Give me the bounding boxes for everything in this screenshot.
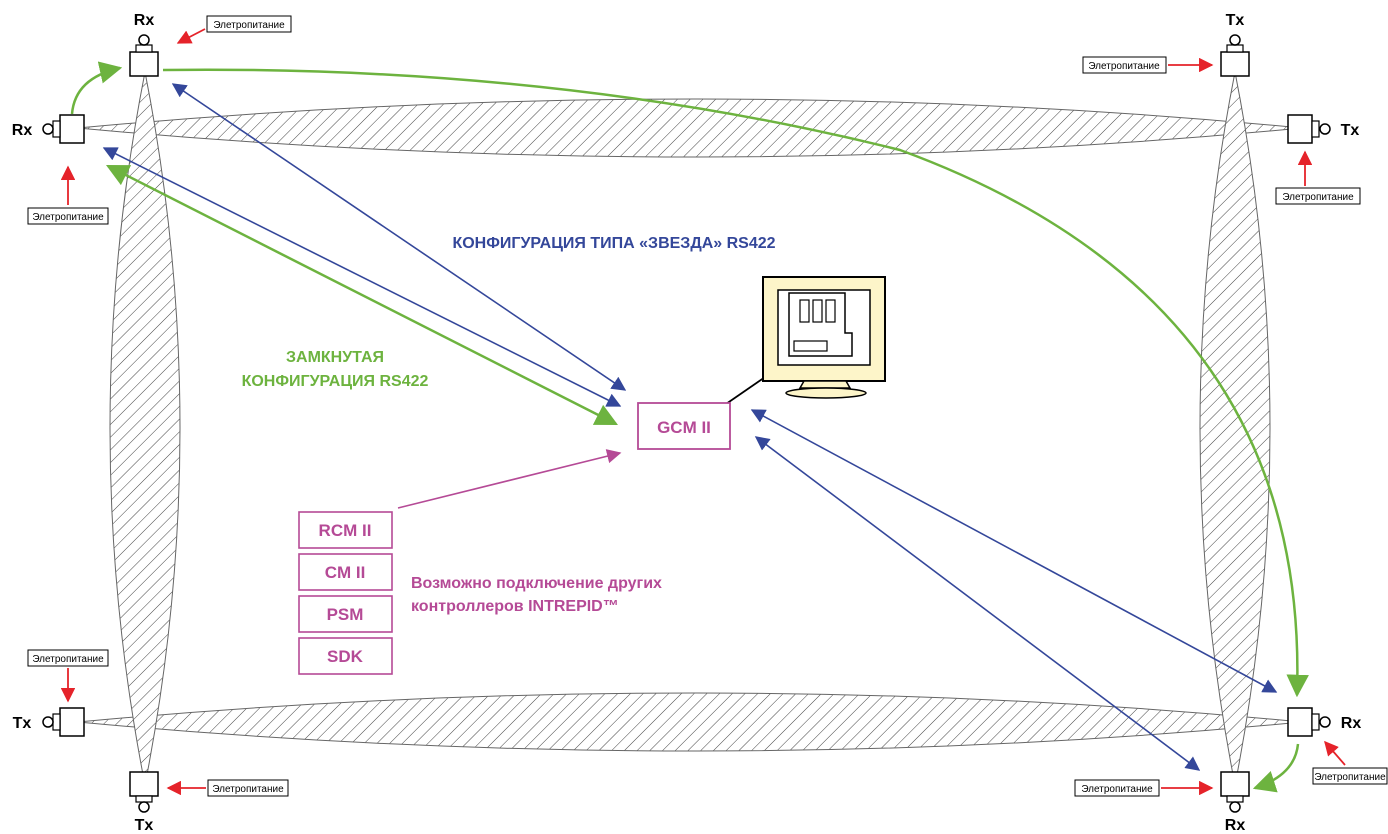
power-label: Элетропитание: [212, 784, 284, 795]
sensor-right-top: [1287, 114, 1331, 144]
label-tx-left-bottom: Tx: [13, 715, 32, 732]
power-top-right: Элетропитание: [1082, 56, 1214, 74]
star-link-bottom-right: [754, 436, 1201, 771]
star-link-left-top: [102, 147, 622, 407]
label-tx-bottom-left: Tx: [135, 817, 154, 834]
label-rx-right-bottom: Rx: [1341, 715, 1362, 732]
gcm-controller: GCM II: [637, 402, 731, 450]
power-label: Элетропитание: [1314, 772, 1386, 783]
sensor-bottom-left: [129, 771, 159, 813]
other-controllers-caption-line2: контроллеров INTREPID™: [411, 598, 619, 615]
zone-right: [1199, 71, 1271, 786]
other-controllers-caption-line1: Возможно подключение других: [411, 575, 662, 592]
sensor-bottom-right: [1220, 771, 1250, 813]
power-supplies: Элетропитание Элетропитание Элетропитани…: [27, 15, 1388, 797]
controller-rcm: RCM II: [319, 521, 372, 540]
computer-monitor-icon: [725, 276, 886, 405]
controller-cm: CM II: [325, 563, 366, 582]
star-config-caption: КОНФИГУРАЦИЯ ТИПА «ЗВЕЗДА» RS422: [452, 235, 775, 252]
sensor-left-top: [42, 114, 85, 144]
label-tx-right-top: Tx: [1341, 122, 1360, 139]
ring-link-bottom-right: [1252, 743, 1300, 793]
sensor-head-icon: [1287, 707, 1313, 737]
star-link-right-bottom: [750, 409, 1278, 693]
power-top-left: Элетропитание: [176, 15, 292, 44]
sensor-top-right: [1220, 34, 1250, 77]
sensor-top-left: [129, 34, 159, 77]
power-label: Элетропитание: [1282, 192, 1354, 203]
gcm-label: GCM II: [657, 418, 711, 437]
power-label: Элетропитание: [32, 654, 104, 665]
power-label: Элетропитание: [213, 20, 285, 31]
label-tx-top-right: Tx: [1226, 12, 1245, 29]
sensor-head-icon: [129, 771, 159, 797]
power-label: Элетропитание: [1088, 61, 1160, 72]
controllers-to-gcm-arrow: [397, 449, 622, 509]
zone-left: [109, 71, 181, 786]
power-right-bottom: Элетропитание: [1312, 740, 1388, 785]
sensor-right-bottom: [1287, 707, 1331, 737]
power-left-top: Элетропитание: [27, 165, 109, 225]
label-rx-bottom-right: Rx: [1225, 817, 1246, 834]
controller-sdk: SDK: [327, 647, 364, 666]
closed-config-caption-line2: КОНФИГУРАЦИЯ RS422: [242, 373, 429, 390]
power-label: Элетропитание: [1081, 784, 1153, 795]
sensor-head-icon: [59, 707, 85, 737]
star-lines: [102, 83, 1278, 771]
controller-psm: PSM: [327, 605, 364, 624]
ring-link-top-left: [70, 61, 123, 115]
sensor-left-bottom: [42, 707, 85, 737]
power-bottom-left: Элетропитание: [166, 779, 289, 797]
label-rx-left-top: Rx: [12, 122, 33, 139]
closed-config-caption-line1: ЗАМКНУТАЯ: [286, 349, 384, 366]
label-rx-top-left: Rx: [134, 12, 155, 29]
sensor-head-icon: [1220, 771, 1250, 797]
controllers-stack: RCM II CM II PSM SDK: [298, 511, 393, 675]
power-right-top: Элетропитание: [1275, 150, 1361, 205]
sensor-head-icon: [129, 51, 159, 77]
power-label: Элетропитание: [32, 212, 104, 223]
sensor-head-icon: [1220, 51, 1250, 77]
power-left-bottom: Элетропитание: [27, 649, 109, 703]
sensor-head-icon: [59, 114, 85, 144]
power-bottom-right: Элетропитание: [1074, 779, 1214, 797]
zone-bottom: [77, 692, 1303, 752]
sensor-head-icon: [1287, 114, 1313, 144]
